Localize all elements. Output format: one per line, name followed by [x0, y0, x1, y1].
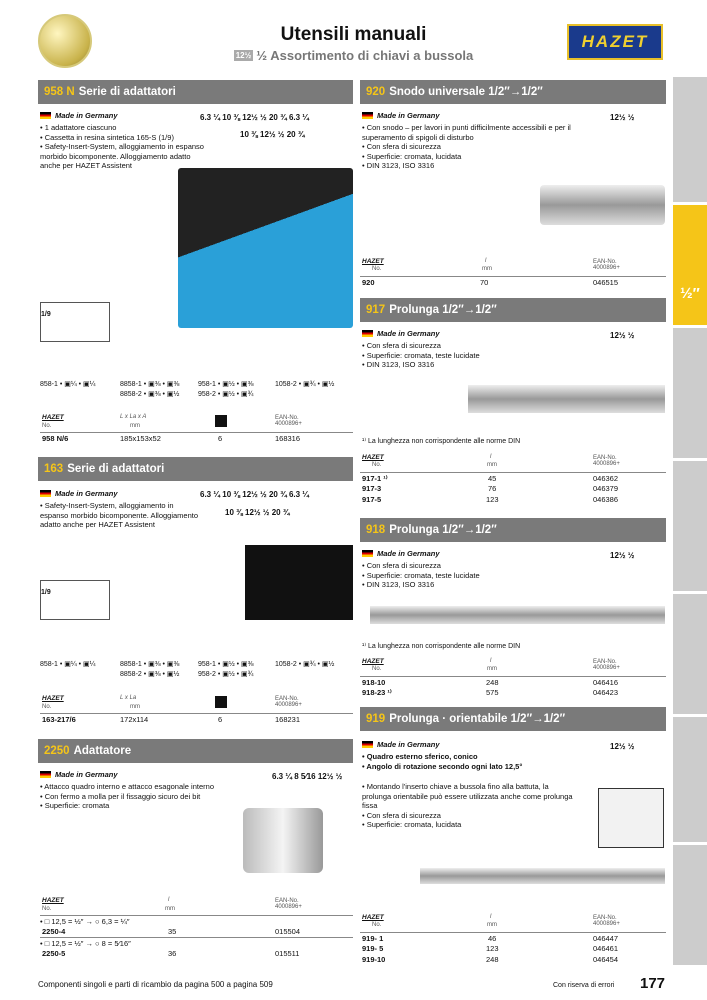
- page-title: Utensili manuali: [280, 24, 427, 45]
- section-2250-bullets: • Attacco quadro interno e attacco esago…: [40, 782, 214, 810]
- angle-illustration: [598, 788, 664, 848]
- footer-disclaimer: Con riserva di errori: [553, 982, 615, 989]
- made-in-germany: Made in Germany: [40, 111, 118, 120]
- drive-sizes-2: 10 ⅜ 12½ ½ 20 ¾: [240, 130, 305, 139]
- section-919-bold-bullets: • Quadro esterno sferico, conico• Angolo…: [362, 752, 523, 771]
- foam-tray-image: [245, 545, 353, 620]
- quantity-icon: [215, 415, 227, 427]
- made-in-germany-920: Made in Germany: [362, 111, 440, 120]
- universal-joint-image: [540, 185, 665, 225]
- section-917-bullets: • Con sfera di sicurezza• Superficie: cr…: [362, 341, 480, 369]
- side-tab-5[interactable]: [673, 594, 707, 714]
- german-flag-icon: [40, 490, 51, 497]
- page-number: 177: [640, 975, 666, 992]
- drive-sizes-917: 12½ ½: [610, 331, 635, 340]
- case-grid-163: 1/9: [40, 580, 110, 620]
- table-note: • □ 12,5 = ½″ → ○ 6,3 = ¼″: [40, 915, 353, 926]
- side-tab-4[interactable]: [673, 461, 707, 591]
- german-flag-icon: [40, 771, 51, 778]
- table-note: • □ 12,5 = ½″ → ○ 8 = 5⁄16″: [40, 937, 353, 948]
- category-badge-icon: [38, 14, 92, 68]
- case-image: [178, 168, 353, 328]
- hazet-logo: HAZET: [567, 24, 663, 60]
- side-tab-6[interactable]: [673, 717, 707, 842]
- section-918-bullets: • Con sfera di sicurezza• Superficie: cr…: [362, 561, 480, 589]
- made-in-germany-918: Made in Germany: [362, 549, 440, 558]
- side-tab-3[interactable]: [673, 328, 707, 458]
- footer-note: Componenti singoli e parti di ricambio d…: [38, 980, 273, 989]
- german-flag-icon: [362, 330, 373, 337]
- footnote-917: ¹⁾ La lunghezza non corrispondente alle …: [362, 438, 521, 445]
- case-grid: 1/9: [40, 302, 110, 342]
- footnote-918: ¹⁾ La lunghezza non corrispondente alle …: [362, 643, 521, 650]
- drive-sizes-163: 6.3 ¼ 10 ⅜ 12½ ½ 20 ¾ 6.3 ¼: [200, 490, 309, 499]
- made-in-germany-2250: Made in Germany: [40, 770, 118, 779]
- quantity-icon: [215, 696, 227, 708]
- drive-sizes-919: 12½ ½: [610, 742, 635, 751]
- german-flag-icon: [362, 112, 373, 119]
- long-extension-image: [370, 606, 665, 624]
- drive-sizes-918: 12½ ½: [610, 551, 635, 560]
- drive-sizes-2250: 6.3 ¼ 8 5⁄16 12½ ½: [272, 772, 343, 781]
- german-flag-icon: [362, 741, 373, 748]
- made-in-germany-917: Made in Germany: [362, 329, 440, 338]
- wobble-extension-image: [420, 868, 665, 884]
- made-in-germany-163: Made in Germany: [40, 489, 118, 498]
- section-919-bullets: • Montando l'inserto chiave a bussola fi…: [362, 782, 573, 829]
- section-163-bullets: • Safety-Insert-System, alloggiamento in…: [40, 501, 199, 529]
- drive-sizes-163-2: 10 ⅜ 12½ ½ 20 ¾: [225, 508, 290, 517]
- side-tab-1[interactable]: [673, 77, 707, 202]
- adapter-image: [243, 808, 323, 873]
- german-flag-icon: [362, 550, 373, 557]
- side-tab-half[interactable]: ½″: [673, 205, 707, 325]
- extension-bar-image: [468, 385, 665, 413]
- section-920-bullets: • Con snodo – per lavori in punti diffic…: [362, 123, 571, 170]
- side-tab-7[interactable]: [673, 845, 707, 965]
- drive-sizes-920: 12½ ½: [610, 113, 635, 122]
- drive-sizes: 6.3 ¼ 10 ⅜ 12½ ½ 20 ¾ 6.3 ¼: [200, 113, 309, 122]
- german-flag-icon: [40, 112, 51, 119]
- made-in-germany-919: Made in Germany: [362, 740, 440, 749]
- section-958-bullets: • 1 adattatore ciascuno• Cassetta in res…: [40, 123, 204, 170]
